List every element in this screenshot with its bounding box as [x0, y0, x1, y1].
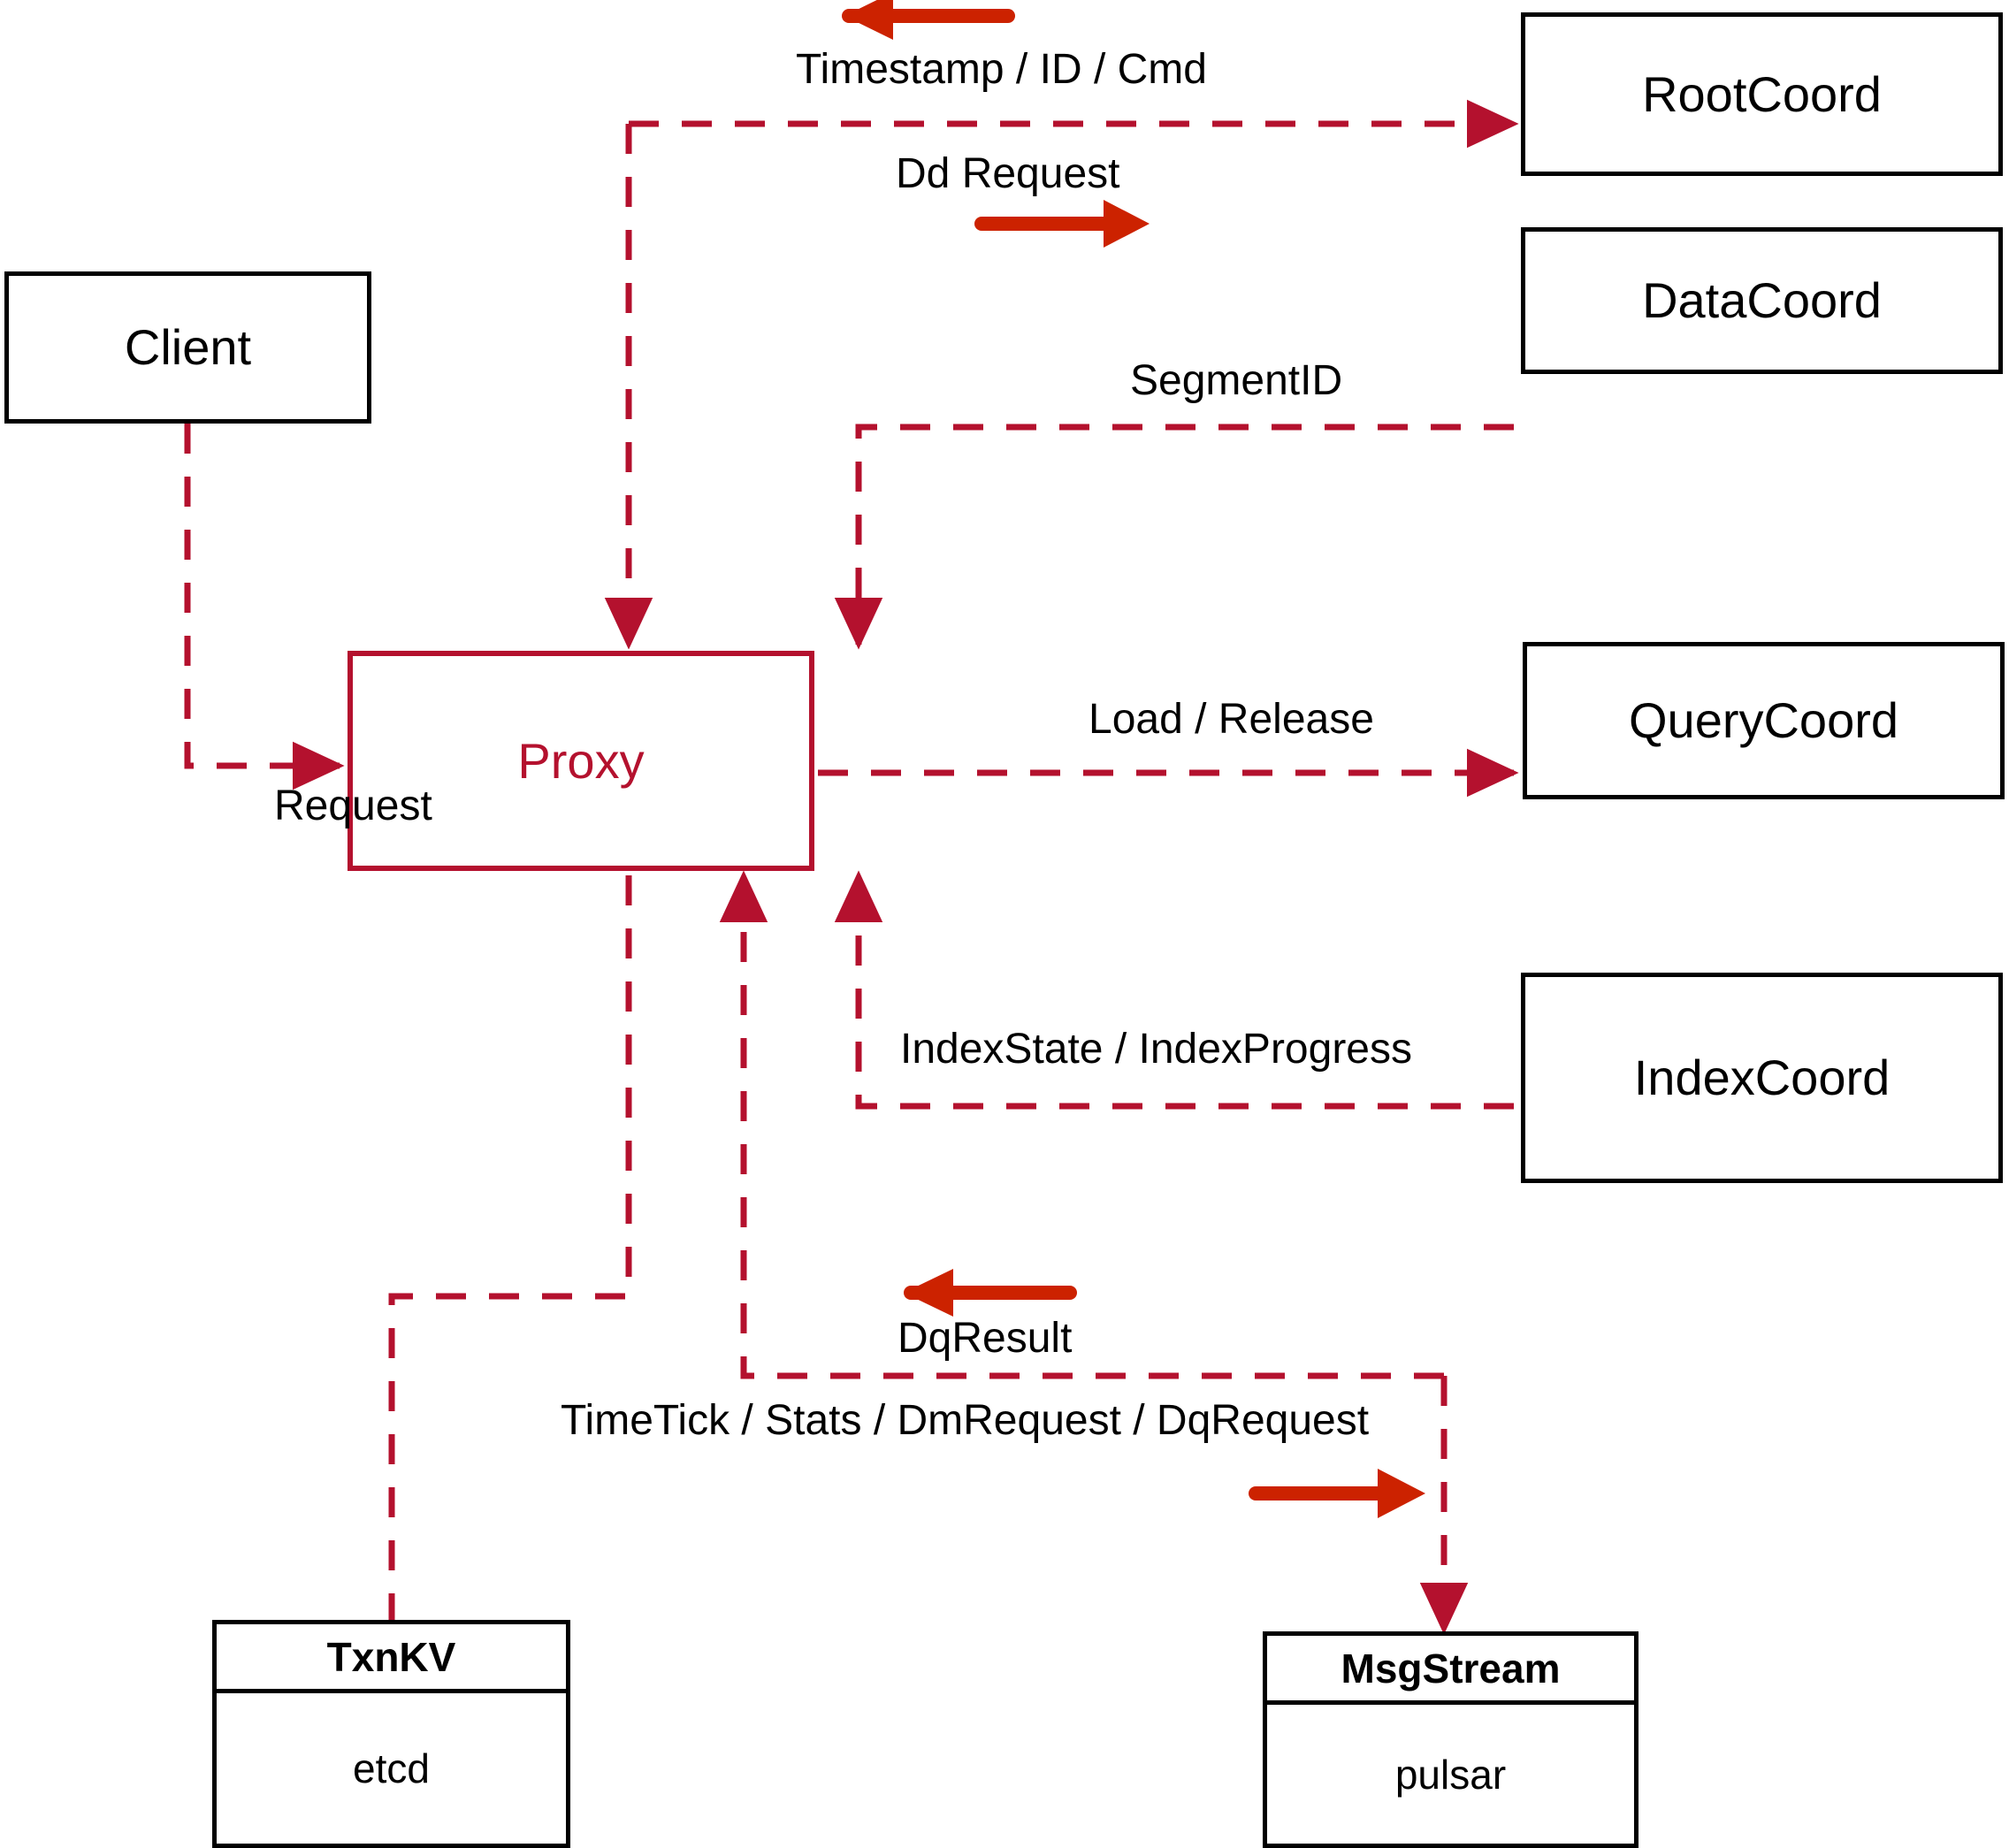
node-proxy-label: Proxy [517, 732, 645, 789]
direction-arrow-dd-request [974, 200, 1150, 248]
direction-arrow-timetick [1249, 1469, 1425, 1518]
wire-client-to-proxy [184, 424, 345, 790]
node-txnkv-body: etcd [353, 1745, 430, 1791]
node-client[interactable]: Client [4, 271, 371, 424]
edge-label-timestamp-id-cmd: Timestamp / ID / Cmd [796, 46, 1207, 93]
edge-label-dq-result: DqResult [898, 1315, 1073, 1362]
node-rootcoord-label: RootCoord [1642, 65, 1882, 122]
node-datacoord-label: DataCoord [1642, 272, 1882, 328]
edge-label-timetick-stats: TimeTick / Stats / DmRequest / DqRequest [561, 1397, 1370, 1444]
edge-label-dd-request: Dd Request [896, 150, 1120, 197]
direction-arrow-timestamp [842, 0, 1015, 40]
direction-arrow-dq-result [904, 1269, 1077, 1317]
node-rootcoord[interactable]: RootCoord [1521, 12, 2003, 176]
node-client-label: Client [124, 319, 252, 375]
edge-label-request: Request [274, 783, 432, 829]
node-querycoord-label: QueryCoord [1628, 692, 1899, 748]
direction-arrows [842, 0, 1425, 1518]
node-datacoord[interactable]: DataCoord [1521, 227, 2003, 374]
edge-label-segment-id: SegmentID [1130, 357, 1343, 404]
wire-msgstream-to-proxy [719, 870, 1444, 1379]
node-msgstream[interactable]: MsgStream pulsar [1263, 1631, 1639, 1848]
edge-label-load-release: Load / Release [1089, 696, 1374, 743]
node-querycoord[interactable]: QueryCoord [1523, 642, 2005, 799]
wire-indexcoord-to-proxy [834, 870, 1514, 1110]
node-msgstream-header: MsgStream [1267, 1636, 1634, 1705]
node-txnkv-header: TxnKV [217, 1624, 566, 1693]
wire-datacoord-to-proxy [834, 424, 1514, 650]
node-indexcoord[interactable]: IndexCoord [1521, 973, 2003, 1183]
edge-label-index-state-progress: IndexState / IndexProgress [900, 1026, 1412, 1073]
node-txnkv[interactable]: TxnKV etcd [212, 1620, 570, 1848]
node-msgstream-body: pulsar [1394, 1751, 1507, 1798]
node-indexcoord-label: IndexCoord [1633, 1050, 1891, 1105]
wire-proxy-to-txnkv [388, 875, 632, 1620]
node-proxy[interactable]: Proxy [348, 651, 814, 871]
